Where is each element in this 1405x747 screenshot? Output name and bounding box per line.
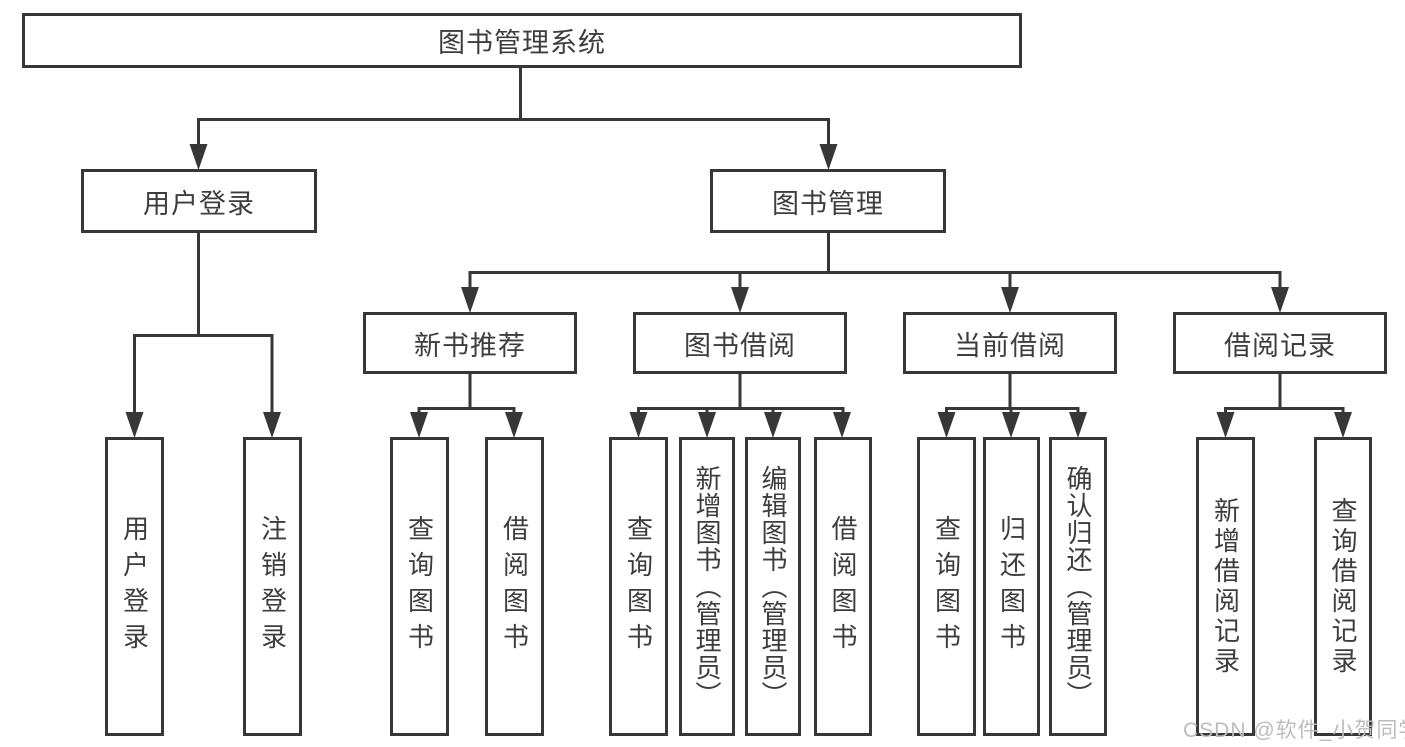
leaf-label: 归还图书 [996, 514, 1027, 659]
leaf-user-login: 用户登录 [105, 437, 164, 736]
leaf-query-borrow-record: 查询借阅记录 [1314, 437, 1372, 736]
node-label: 用户登录 [143, 188, 255, 219]
leaf-label: 注销登录 [257, 514, 288, 659]
node-user-login: 用户登录 [81, 169, 317, 233]
leaf-label: 用户登录 [119, 514, 150, 659]
node-library-management-system: 图书管理系统 [22, 13, 1022, 68]
node-book-borrowing: 图书借阅 [633, 312, 847, 374]
node-borrowing-records: 借阅记录 [1173, 312, 1387, 374]
connector-line [133, 67, 1345, 414]
leaf-label: 查询图书 [404, 514, 435, 659]
node-label: 图书管理系统 [438, 28, 606, 58]
leaf-label: 编辑图书（管理员） [758, 465, 788, 708]
leaf-logout: 注销登录 [243, 437, 302, 736]
leaf-edit-books-admin: 编辑图书（管理员） [745, 437, 801, 736]
leaf-label: 查询借阅记录 [1328, 496, 1358, 677]
node-current-borrowing: 当前借阅 [903, 312, 1117, 374]
node-new-book-recommendation: 新书推荐 [363, 312, 577, 374]
leaf-borrow-books: 借阅图书 [814, 437, 872, 736]
leaf-label: 查询图书 [623, 514, 654, 659]
arrow-down-icon [125, 144, 1352, 438]
node-label: 借阅记录 [1224, 330, 1336, 361]
node-label: 图书借阅 [684, 330, 796, 361]
leaf-confirm-return-admin: 确认归还（管理员） [1049, 437, 1107, 736]
leaf-add-borrow-record: 新增借阅记录 [1196, 437, 1255, 736]
leaf-query-books-current: 查询图书 [917, 437, 976, 736]
leaf-label: 新增借阅记录 [1210, 496, 1241, 677]
node-label: 图书管理 [772, 188, 884, 219]
leaf-label: 借阅图书 [499, 514, 530, 659]
leaf-label: 确认归还（管理员） [1063, 465, 1093, 708]
leaf-query-books-recommend: 查询图书 [390, 437, 449, 736]
leaf-label: 新增图书（管理员） [692, 465, 722, 708]
leaf-borrow-books-recommend: 借阅图书 [485, 437, 544, 736]
node-book-management: 图书管理 [710, 169, 946, 233]
leaf-query-books-borrowing: 查询图书 [609, 437, 668, 736]
leaf-label: 查询图书 [931, 514, 962, 659]
leaf-return-books: 归还图书 [983, 437, 1040, 736]
watermark: CSDN @软件_小贺同学 [1183, 719, 1405, 742]
leaf-label: 借阅图书 [828, 514, 858, 659]
node-label: 新书推荐 [414, 330, 526, 361]
leaf-add-books-admin: 新增图书（管理员） [679, 437, 735, 736]
node-label: 当前借阅 [954, 330, 1066, 361]
